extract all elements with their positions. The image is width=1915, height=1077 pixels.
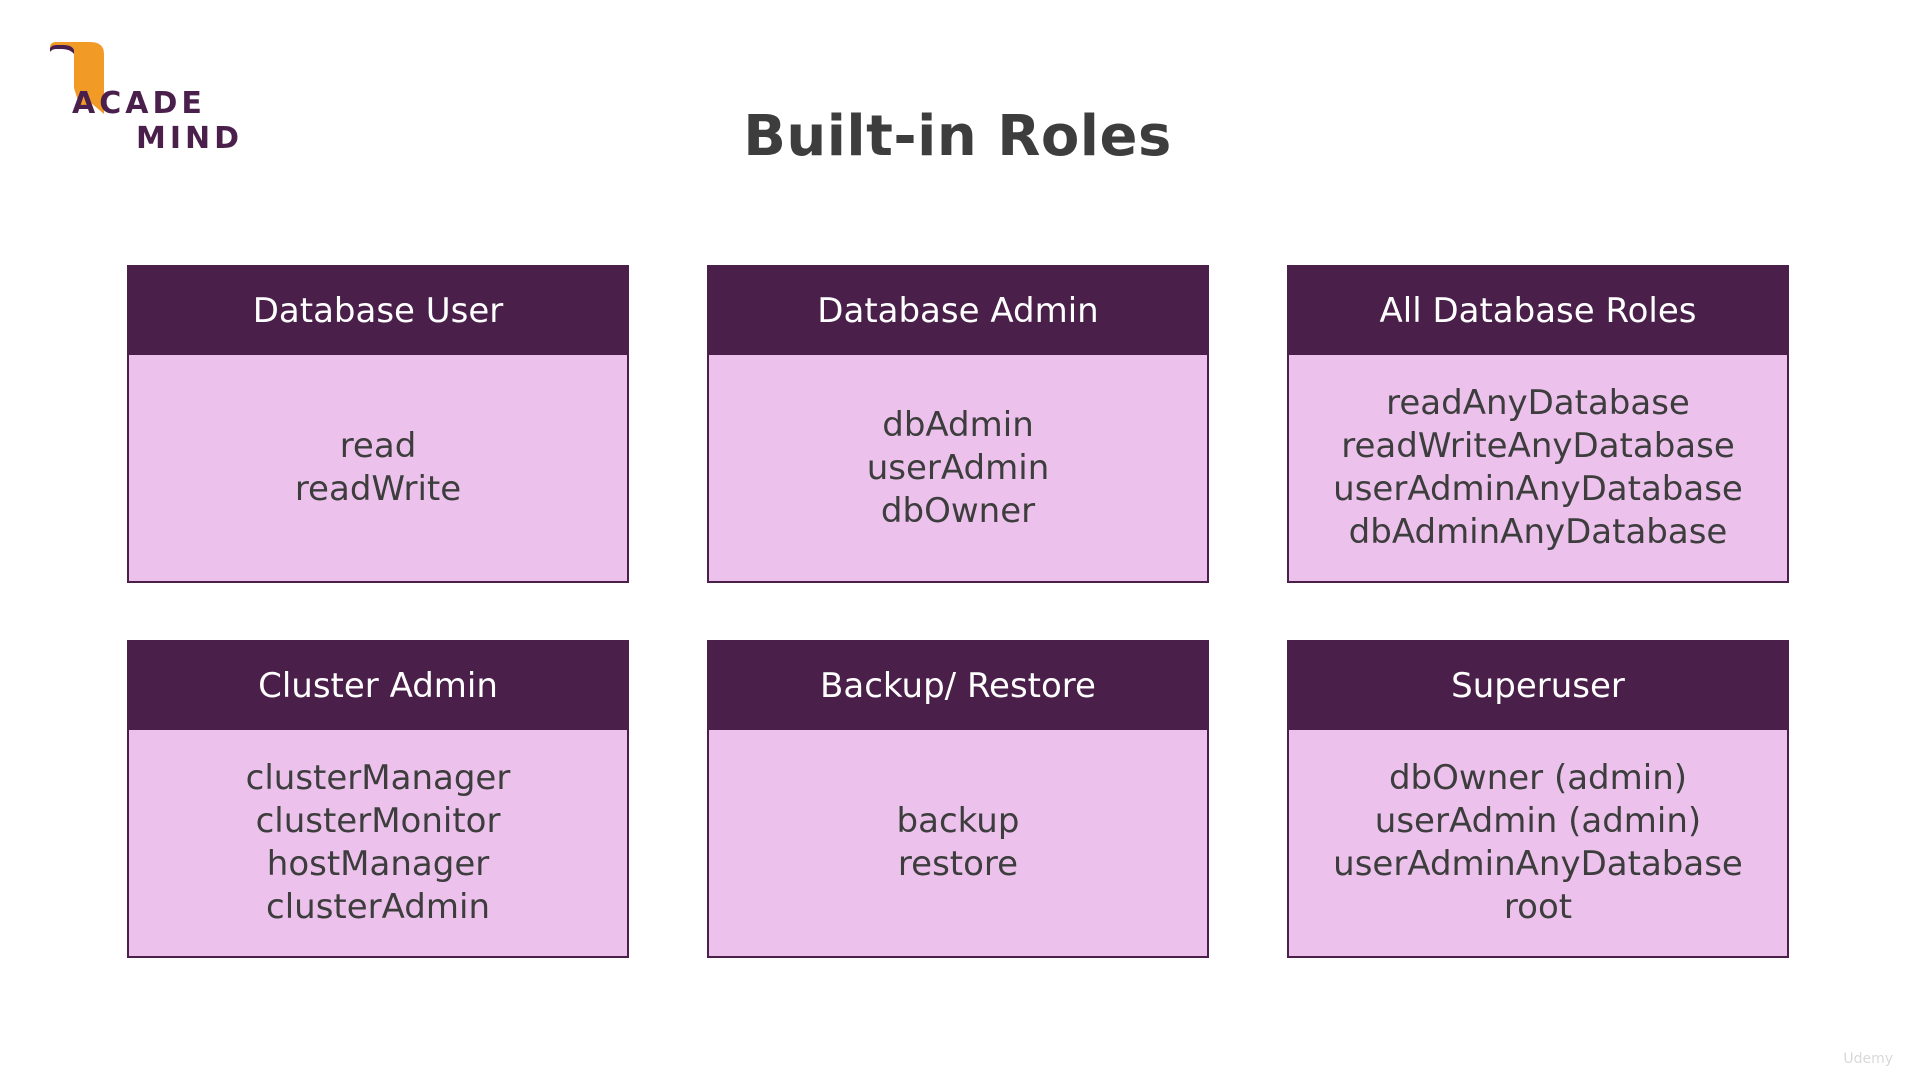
role-item: readWriteAnyDatabase — [1341, 426, 1735, 466]
card-role-list: backup restore — [709, 730, 1207, 956]
role-card-backup-restore: Backup/ Restore backup restore — [707, 640, 1209, 958]
card-role-list: dbAdmin userAdmin dbOwner — [709, 355, 1207, 581]
role-item: read — [339, 426, 417, 466]
card-title: Database User — [129, 267, 627, 355]
role-card-database-admin: Database Admin dbAdmin userAdmin dbOwner — [707, 265, 1209, 583]
role-item: clusterManager — [245, 758, 511, 798]
role-card-cluster-admin: Cluster Admin clusterManager clusterMoni… — [127, 640, 629, 958]
role-item: userAdmin — [866, 447, 1050, 488]
role-item: dbOwner — [880, 490, 1036, 531]
role-item: readAnyDatabase — [1386, 383, 1690, 423]
card-role-list: read readWrite — [129, 355, 627, 581]
card-role-list: readAnyDatabase readWriteAnyDatabase use… — [1289, 355, 1787, 581]
role-card-database-user: Database User read readWrite — [127, 265, 629, 583]
role-item: clusterMonitor — [255, 801, 501, 841]
card-title: Cluster Admin — [129, 642, 627, 730]
role-item: userAdmin (admin) — [1374, 801, 1702, 841]
role-item: readWrite — [294, 469, 462, 509]
role-item: root — [1503, 887, 1573, 927]
logo-text-line2: MIND — [136, 121, 244, 156]
card-title: All Database Roles — [1289, 267, 1787, 355]
card-title: Database Admin — [709, 267, 1207, 355]
role-card-all-database-roles: All Database Roles readAnyDatabase readW… — [1287, 265, 1789, 583]
role-item: dbAdmin — [882, 404, 1034, 445]
role-item: userAdminAnyDatabase — [1333, 469, 1743, 509]
role-item: restore — [897, 844, 1019, 884]
card-role-list: dbOwner (admin) userAdmin (admin) userAd… — [1289, 730, 1787, 956]
udemy-watermark: Udemy — [1843, 1051, 1893, 1067]
page-title: Built-in Roles — [743, 104, 1172, 169]
role-item: dbAdminAnyDatabase — [1348, 512, 1728, 552]
role-item: clusterAdmin — [266, 887, 490, 927]
logo-text-line1: ACADE — [72, 86, 206, 121]
role-item: hostManager — [266, 844, 490, 884]
academind-logo: ACADE MIND — [50, 42, 250, 162]
role-card-superuser: Superuser dbOwner (admin) userAdmin (adm… — [1287, 640, 1789, 958]
role-item: dbOwner (admin) — [1388, 758, 1688, 798]
role-item: userAdminAnyDatabase — [1333, 844, 1743, 884]
card-title: Backup/ Restore — [709, 642, 1207, 730]
roles-grid: Database User read readWrite Database Ad… — [127, 265, 1789, 958]
card-title: Superuser — [1289, 642, 1787, 730]
card-role-list: clusterManager clusterMonitor hostManage… — [129, 730, 627, 956]
bookmark-logo-icon — [50, 42, 104, 114]
role-item: backup — [896, 801, 1020, 841]
